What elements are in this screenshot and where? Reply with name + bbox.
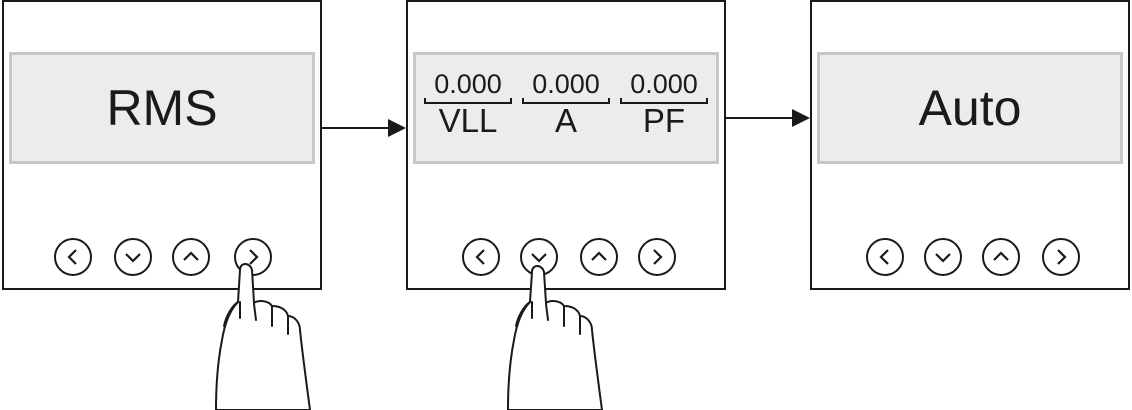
- up-button[interactable]: [580, 238, 618, 276]
- left-button[interactable]: [866, 238, 904, 276]
- button-row: [54, 238, 274, 278]
- chevron-down-icon: [935, 253, 951, 263]
- up-button[interactable]: [982, 238, 1020, 276]
- button-row: [862, 238, 1082, 278]
- reading-value: 0.000: [434, 69, 502, 99]
- chevron-up-icon: [993, 251, 1009, 261]
- reading-value: 0.000: [630, 69, 698, 99]
- display-screen: RMS: [9, 52, 315, 164]
- meter-panel-3: Auto: [810, 0, 1130, 290]
- meter-panel-1: RMS: [2, 0, 322, 290]
- right-button[interactable]: [638, 238, 676, 276]
- chevron-left-icon: [879, 249, 889, 265]
- right-button[interactable]: [1042, 238, 1080, 276]
- reading-vll: 0.000 VLL: [422, 70, 514, 138]
- up-button[interactable]: [172, 238, 210, 276]
- chevron-up-icon: [183, 251, 199, 261]
- reading-unit: VLL: [438, 102, 498, 139]
- screen-text: Auto: [918, 80, 1022, 136]
- meter-panel-2: 0.000 VLL 0.000 A 0.000 PF: [406, 0, 726, 290]
- readings: 0.000 VLL 0.000 A 0.000 PF: [422, 70, 710, 138]
- bracket: [522, 98, 610, 104]
- down-button[interactable]: [520, 238, 558, 276]
- screen-text: RMS: [106, 80, 218, 136]
- chevron-down-icon: [531, 253, 547, 263]
- chevron-right-icon: [249, 249, 259, 265]
- chevron-right-icon: [1057, 249, 1067, 265]
- right-button[interactable]: [234, 238, 272, 276]
- flow-arrow-2: [726, 109, 810, 127]
- chevron-down-icon: [125, 253, 141, 263]
- bracket: [424, 98, 512, 104]
- left-button[interactable]: [54, 238, 92, 276]
- reading-unit: A: [554, 102, 577, 139]
- button-row: [458, 238, 678, 278]
- bracket: [620, 98, 708, 104]
- flow-arrow-1: [322, 119, 406, 137]
- reading-unit: PF: [642, 102, 686, 139]
- chevron-left-icon: [67, 249, 77, 265]
- down-button[interactable]: [114, 238, 152, 276]
- reading-value: 0.000: [532, 69, 600, 99]
- down-button[interactable]: [924, 238, 962, 276]
- display-screen: 0.000 VLL 0.000 A 0.000 PF: [413, 52, 719, 164]
- left-button[interactable]: [462, 238, 500, 276]
- chevron-left-icon: [475, 249, 485, 265]
- reading-a: 0.000 A: [520, 70, 612, 138]
- reading-pf: 0.000 PF: [618, 70, 710, 138]
- chevron-up-icon: [591, 251, 607, 261]
- chevron-right-icon: [653, 249, 663, 265]
- display-screen: Auto: [817, 52, 1123, 164]
